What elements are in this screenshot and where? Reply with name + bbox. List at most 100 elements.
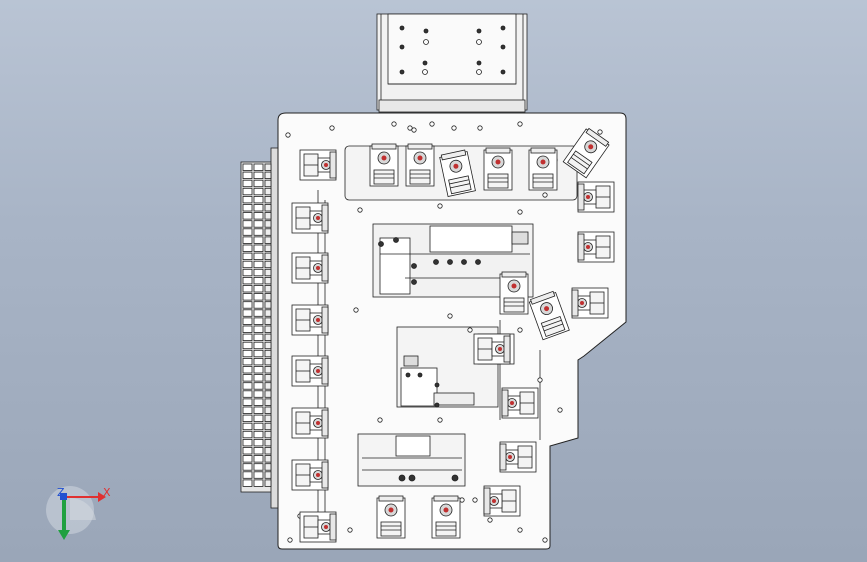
mounting-hole: [542, 537, 548, 543]
clamp-unit[interactable]: [528, 290, 570, 341]
connector-cell: [264, 349, 272, 358]
connector-cell: [253, 366, 264, 374]
connector-cell: [264, 212, 272, 220]
connector-strip: [240, 147, 280, 509]
connector-cell: [264, 414, 272, 423]
connector-cell: [253, 236, 264, 244]
clamp-unit[interactable]: [431, 495, 461, 539]
clamp-unit[interactable]: [291, 304, 329, 336]
connector-cell: [242, 471, 253, 479]
connector-cell: [253, 455, 264, 463]
connector-cell: [253, 471, 264, 479]
clamp-unit[interactable]: [571, 287, 609, 319]
connector-cell: [242, 463, 253, 471]
connector-cell: [253, 325, 264, 333]
mounting-hole: [517, 209, 523, 215]
mounting-hole: [517, 527, 523, 533]
mounting-hole: [517, 121, 523, 127]
connector-cell: [253, 204, 264, 212]
connector-cell: [242, 293, 253, 301]
connector-cell: [253, 268, 264, 277]
mounting-hole: [459, 497, 465, 503]
connector-cell: [264, 325, 272, 333]
clamp-unit[interactable]: [299, 149, 337, 181]
clamp-unit[interactable]: [501, 387, 539, 419]
clamp-unit[interactable]: [499, 271, 529, 315]
connector-cell: [264, 471, 272, 479]
clamp-unit[interactable]: [291, 202, 329, 234]
clamp-unit[interactable]: [528, 147, 558, 191]
mounting-hole: [537, 377, 543, 383]
connector-cell: [253, 276, 264, 285]
clamp-unit[interactable]: [577, 231, 615, 263]
mounting-hole: [437, 417, 443, 423]
connector-cell: [264, 228, 272, 236]
connector-cell: [253, 187, 264, 196]
clamp-unit[interactable]: [291, 355, 329, 387]
connector-cell: [264, 406, 272, 414]
mounting-hole: [487, 517, 493, 523]
connector-cell: [242, 438, 253, 447]
mounting-hole: [517, 327, 523, 333]
connector-cell: [253, 293, 264, 301]
connector-cell: [253, 252, 264, 261]
clamp-unit[interactable]: [291, 252, 329, 284]
connector-cell: [242, 171, 253, 180]
mounting-hole: [347, 527, 353, 533]
clamp-unit[interactable]: [562, 127, 610, 179]
connector-cell: [242, 228, 253, 236]
connector-cell: [264, 260, 272, 269]
connector-cell: [253, 341, 264, 350]
connector-cell: [242, 357, 253, 366]
clamp-unit[interactable]: [577, 181, 615, 213]
mounting-hole: [467, 327, 473, 333]
connector-cell: [264, 276, 272, 285]
connector-cell: [253, 260, 264, 269]
mounting-hole: [447, 313, 453, 319]
connector-cell: [242, 187, 253, 196]
top-slide-rail: [376, 13, 528, 113]
clamp-unit[interactable]: [439, 149, 476, 197]
connector-cell: [253, 333, 264, 342]
mounting-hole: [391, 121, 397, 127]
clamp-unit[interactable]: [473, 333, 511, 365]
clamp-unit[interactable]: [369, 143, 399, 187]
connector-cell: [264, 447, 272, 455]
connector-cell: [242, 406, 253, 414]
connector-cell: [264, 430, 272, 439]
connector-cell: [253, 309, 264, 317]
connector-cell: [242, 325, 253, 333]
connector-cell: [253, 414, 264, 423]
connector-cell: [242, 430, 253, 439]
connector-cell: [242, 414, 253, 423]
clamp-unit[interactable]: [291, 407, 329, 439]
connector-cell: [264, 455, 272, 463]
connector-cell: [264, 341, 272, 350]
mounting-hole: [429, 121, 435, 127]
connector-cell: [264, 438, 272, 447]
connector-cell: [253, 212, 264, 220]
connector-cell: [264, 366, 272, 374]
clamp-unit[interactable]: [499, 441, 537, 473]
connector-cell: [264, 268, 272, 277]
clamp-unit[interactable]: [299, 511, 337, 543]
connector-cell: [264, 195, 272, 204]
connector-cell: [253, 398, 264, 406]
axis-triad: [46, 486, 106, 540]
mounting-hole: [357, 207, 363, 213]
mounting-hole: [477, 125, 483, 131]
connector-cell: [253, 301, 264, 309]
clamp-unit[interactable]: [483, 147, 513, 191]
clamp-unit[interactable]: [291, 459, 329, 491]
connector-cell: [253, 220, 264, 228]
clamp-unit[interactable]: [483, 485, 521, 517]
clamp-units[interactable]: [291, 127, 615, 543]
connector-cell: [264, 382, 272, 390]
x-axis-label: X: [103, 486, 111, 499]
connector-cell: [242, 447, 253, 455]
connector-cell: [253, 430, 264, 439]
clamp-unit[interactable]: [405, 143, 435, 187]
clamp-unit[interactable]: [376, 495, 406, 539]
